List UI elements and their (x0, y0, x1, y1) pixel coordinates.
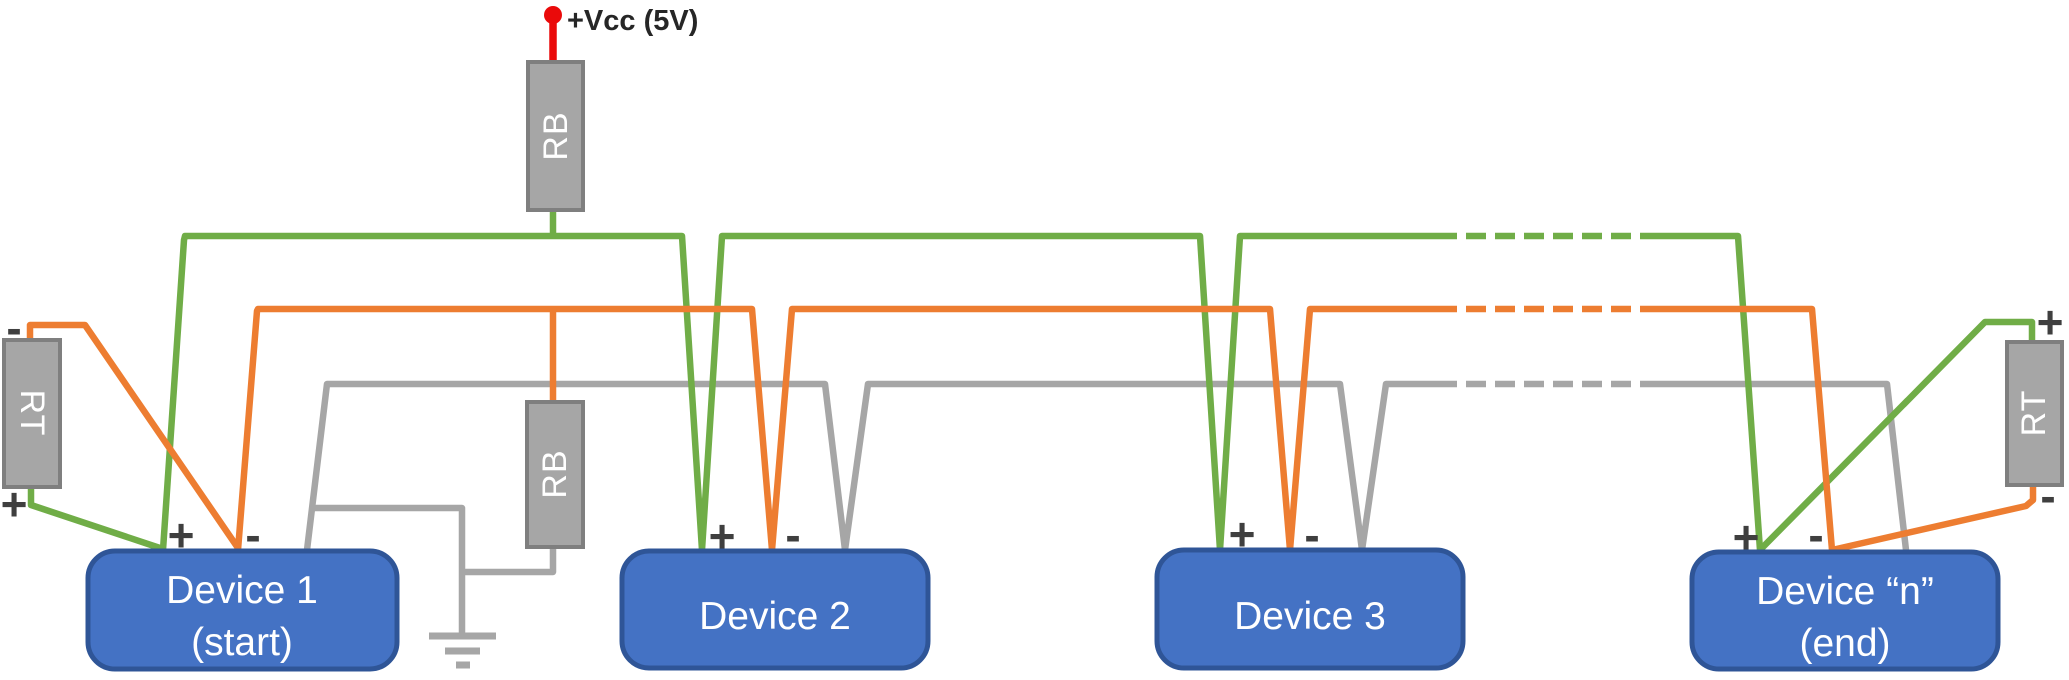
resistor-rb-bias-body (525, 400, 585, 549)
resistor-rt-left-label: RT (13, 390, 51, 437)
device-3-box (1154, 547, 1466, 671)
resistor-rb-top-label: RB (537, 111, 575, 160)
device-3-minus-label: - (1304, 509, 1319, 561)
device-2: Device 2 + - (619, 509, 931, 671)
device-n-box (1689, 549, 2001, 672)
device-3-plus-label: + (1229, 508, 1256, 560)
resistor-rb-top-body (526, 60, 585, 212)
ground-bus-wire-right (1660, 380, 1910, 551)
device-1-box (85, 548, 400, 672)
device-n-minus-label: - (1808, 509, 1823, 561)
bus-minus-wire-right (1660, 305, 1836, 551)
ground-symbol (429, 632, 496, 669)
device-3-name: Device 3 (1234, 595, 1386, 638)
rt-right-plus-wire (1757, 318, 2036, 553)
vcc-label: +Vcc (5V) (567, 5, 698, 37)
ground-branch-wire (311, 504, 466, 633)
device-2-name: Device 2 (699, 595, 851, 638)
device-n: Device “n” (end) + - (1689, 509, 2001, 672)
bus-minus-wires (26, 305, 2037, 554)
device-n-name: Device “n” (1756, 570, 1934, 613)
device-2-minus-label: - (785, 509, 800, 561)
resistor-rb-bias: RB (525, 400, 585, 549)
resistor-rb-bias-label: RB (536, 449, 574, 498)
resistor-rt-left: RT - + (1, 302, 62, 530)
ground-bus-wire (303, 380, 1437, 554)
vcc-node-dot (544, 6, 562, 24)
rt-left-plus-wire (27, 486, 165, 553)
device-2-plus-label: + (709, 510, 736, 562)
bus-plus-wire-right (1660, 232, 1764, 551)
rt-left-plus-label: + (1, 478, 28, 530)
resistor-rt-right-label: RT (2015, 390, 2053, 437)
resistor-rt-right: RT + - (2005, 296, 2064, 522)
ground-bus-wires (303, 380, 1910, 669)
device-1-plus-label: + (168, 509, 195, 561)
device-n-subtitle: (end) (1799, 622, 1890, 665)
rt-right-plus-label: + (2037, 296, 2064, 348)
device-3: Device 3 + - (1154, 508, 1466, 671)
rt-right-minus-wire (1831, 486, 2037, 554)
resistor-rt-right-body (2005, 340, 2064, 487)
rb-bias-ground-wire (462, 546, 557, 576)
device-1-name: Device 1 (166, 569, 318, 612)
resistor-rb-top: RB (526, 60, 585, 212)
device-n-plus-label: + (1733, 511, 1760, 563)
device-2-box (619, 548, 931, 671)
bus-minus-wire (234, 305, 1437, 554)
rt-right-minus-label: - (2040, 470, 2055, 522)
device-1: Device 1 (start) + - (85, 509, 400, 672)
device-1-minus-label: - (245, 509, 260, 561)
bus-plus-wires (27, 208, 2036, 554)
vcc-supply: +Vcc (5V) (544, 5, 698, 64)
resistor-rt-left-body (2, 338, 62, 489)
device-1-subtitle: (start) (191, 621, 293, 664)
rt-left-minus-wire (26, 321, 241, 550)
rt-left-minus-label: - (6, 302, 21, 354)
bus-plus-wire (159, 232, 1437, 554)
